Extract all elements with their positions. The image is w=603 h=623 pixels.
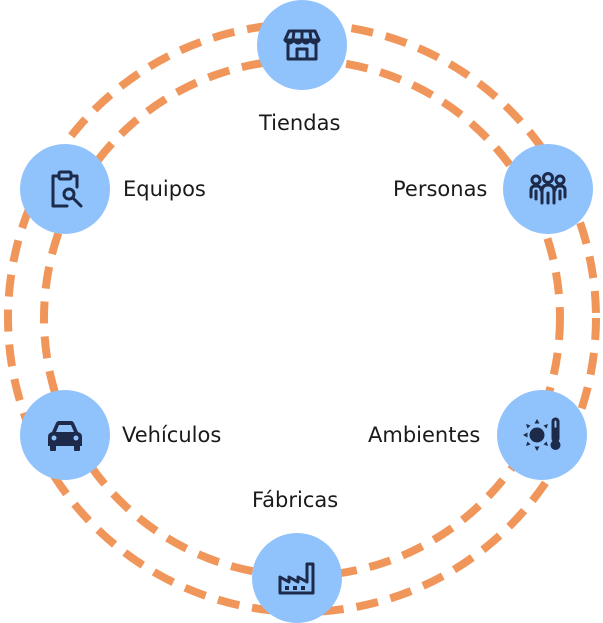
node-fabricas: [252, 533, 342, 623]
label-fabricas: Fábricas: [252, 488, 339, 512]
clipboard-wrench-icon: [51, 170, 83, 208]
car-icon: [48, 421, 82, 451]
node-personas: [503, 144, 593, 234]
storefront-icon: [283, 29, 321, 61]
people-group-icon: [529, 172, 567, 205]
label-tiendas: Tiendas: [259, 111, 341, 135]
label-personas: Personas: [393, 177, 488, 201]
sun-thermometer-icon: [523, 417, 561, 451]
node-vehiculos: [20, 390, 110, 480]
node-ambientes: [497, 390, 587, 480]
node-tiendas: [257, 0, 347, 90]
label-ambientes: Ambientes: [368, 423, 481, 447]
label-vehiculos: Vehículos: [122, 423, 222, 447]
node-equipos: [20, 144, 110, 234]
factory-icon: [278, 562, 315, 595]
label-equipos: Equipos: [123, 177, 206, 201]
